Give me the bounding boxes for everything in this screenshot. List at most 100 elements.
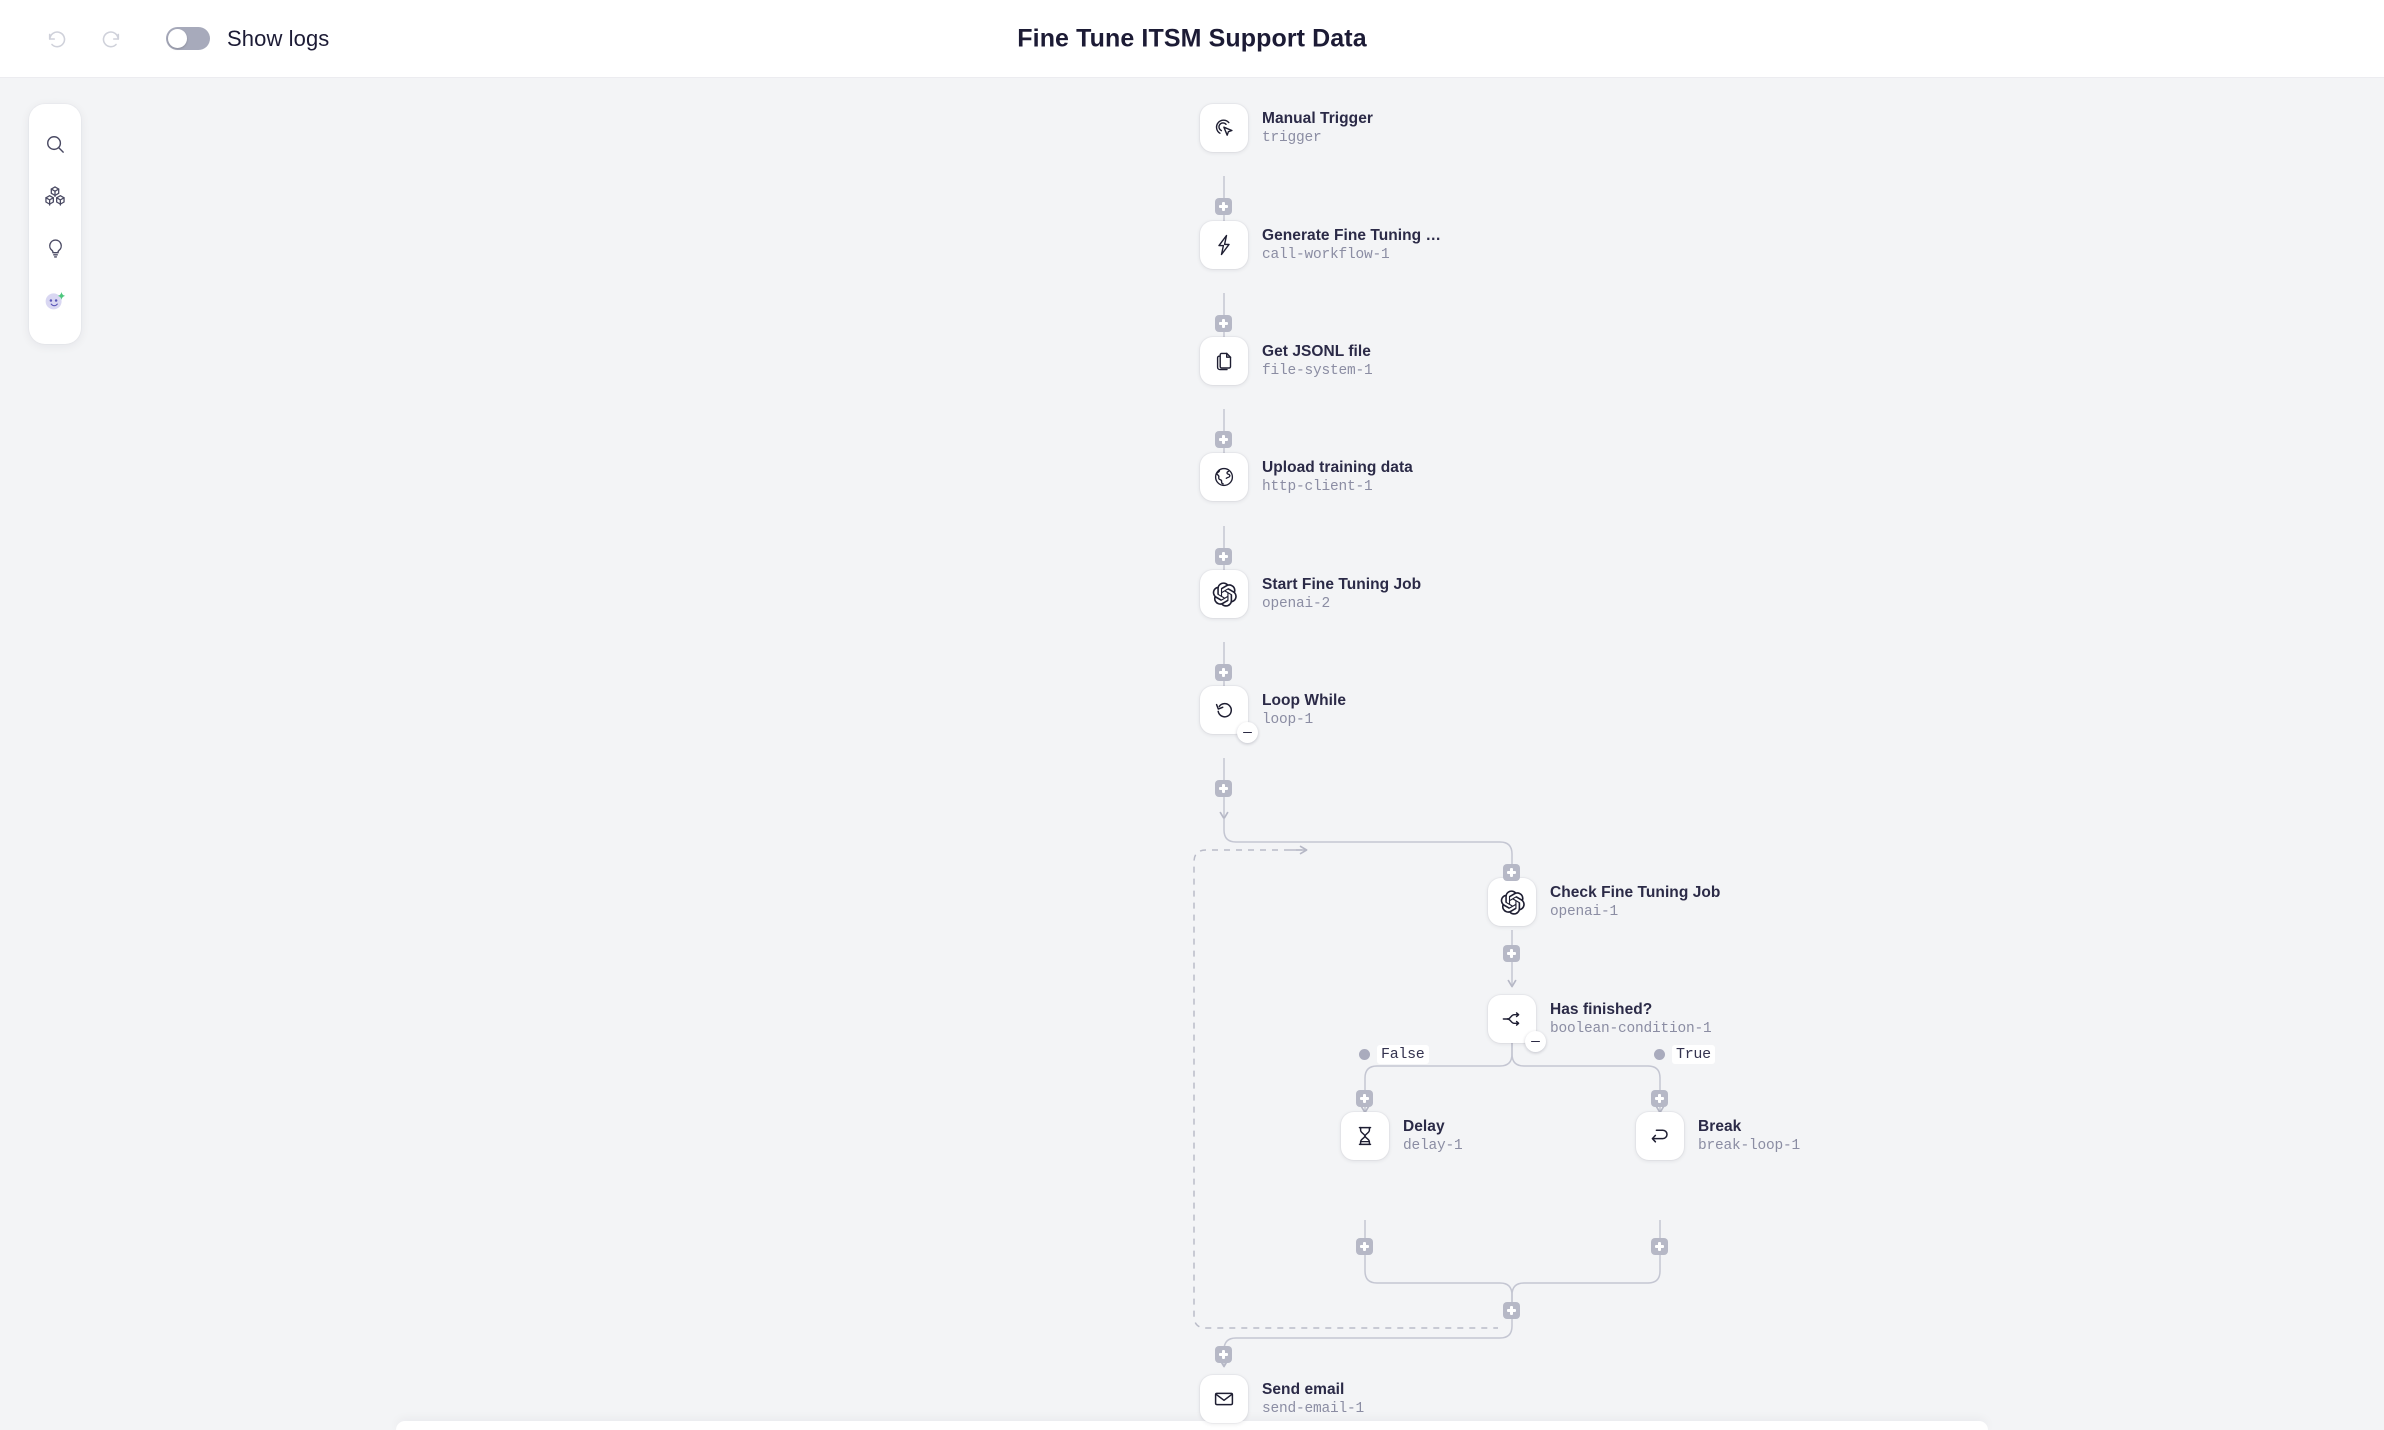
node-subtitle: call-workflow-1 [1262, 246, 1390, 263]
show-logs-label: Show logs [227, 25, 330, 51]
node-icon-box[interactable] [1200, 686, 1258, 743]
redo-button[interactable] [94, 22, 128, 56]
node-subtitle: break-loop-1 [1698, 1137, 1801, 1154]
branch-label-false[interactable]: False [1359, 1045, 1429, 1064]
envelope-icon [1211, 1386, 1237, 1412]
node-icon-box[interactable] [1200, 1375, 1248, 1423]
add-step-button[interactable] [1651, 1238, 1668, 1255]
node-icon-box[interactable] [1636, 1112, 1684, 1160]
node-title: Start Fine Tuning Job [1262, 576, 1422, 594]
history-controls [40, 22, 128, 56]
node-get-jsonl-file[interactable]: Get JSONL file file-system-1 [1200, 337, 1373, 385]
node-text: Start Fine Tuning Job openai-2 [1262, 576, 1421, 612]
blocks-icon [43, 184, 67, 208]
node-delay[interactable]: Delay delay-1 [1341, 1112, 1463, 1160]
cursor-target-icon [1211, 115, 1237, 141]
node-text: Upload training data http-client-1 [1262, 459, 1413, 495]
ai-assistant-icon [42, 287, 68, 313]
branch-handle-dot[interactable] [1359, 1049, 1370, 1060]
node-subtitle: file-system-1 [1262, 362, 1373, 379]
add-step-button[interactable] [1356, 1238, 1373, 1255]
add-step-button[interactable] [1651, 1090, 1668, 1107]
add-step-button[interactable] [1215, 664, 1232, 681]
node-title: Manual Trigger [1262, 110, 1373, 128]
node-title: Delay [1403, 1118, 1445, 1136]
bottom-panel-edge [396, 1421, 1988, 1430]
node-subtitle: openai-2 [1262, 595, 1331, 612]
node-text: Check Fine Tuning Job openai-1 [1550, 884, 1720, 920]
workflow-title: Fine Tune ITSM Support Data [1017, 24, 1367, 52]
add-step-button[interactable] [1215, 198, 1232, 215]
tool-rail [29, 104, 81, 344]
node-subtitle: trigger [1262, 129, 1322, 146]
node-icon-box[interactable] [1200, 221, 1248, 269]
node-icon-box[interactable] [1488, 878, 1536, 926]
search-icon [44, 133, 67, 156]
node-title: Has finished? [1550, 1001, 1653, 1019]
node-upload-training-data[interactable]: Upload training data http-client-1 [1200, 453, 1413, 501]
rail-item-ai-assistant[interactable] [33, 274, 77, 326]
loop-icon [1211, 697, 1237, 723]
toggle-track[interactable] [166, 27, 210, 50]
toggle-knob [168, 29, 187, 48]
node-icon-box[interactable] [1488, 995, 1546, 1052]
node-icon-box[interactable] [1341, 1112, 1389, 1160]
add-step-button[interactable] [1215, 1346, 1232, 1363]
add-step-button[interactable] [1215, 780, 1232, 797]
node-subtitle: loop-1 [1262, 711, 1314, 728]
node-title: Get JSONL file [1262, 343, 1371, 361]
node-icon-box[interactable] [1200, 104, 1248, 152]
node-icon-box[interactable] [1200, 570, 1248, 618]
redo-icon [100, 28, 122, 50]
openai-icon [1211, 581, 1238, 608]
collapse-toggle-button[interactable] [1525, 1031, 1546, 1052]
node-subtitle: boolean-condition-1 [1550, 1020, 1712, 1037]
node-generate-fine-tuning[interactable]: Generate Fine Tuning … call-workflow-1 [1200, 221, 1441, 269]
node-icon-box[interactable] [1200, 453, 1248, 501]
add-step-button[interactable] [1215, 431, 1232, 448]
show-logs-toggle[interactable]: Show logs [166, 26, 329, 52]
node-send-email[interactable]: Send email send-email-1 [1200, 1375, 1364, 1423]
minus-icon [1243, 731, 1252, 734]
node-has-finished[interactable]: Has finished? boolean-condition-1 [1488, 995, 1712, 1052]
node-loop-while[interactable]: Loop While loop-1 [1200, 686, 1347, 743]
undo-button[interactable] [40, 22, 74, 56]
workflow-canvas[interactable]: False True Manual Trigger trigger [0, 78, 2384, 1430]
add-step-button[interactable] [1503, 864, 1520, 881]
node-manual-trigger[interactable]: Manual Trigger trigger [1200, 104, 1373, 152]
add-step-button[interactable] [1356, 1090, 1373, 1107]
branch-handle-dot[interactable] [1654, 1049, 1665, 1060]
files-icon [1211, 348, 1237, 374]
node-title: Generate Fine Tuning … [1262, 227, 1442, 245]
rail-item-search[interactable] [33, 118, 77, 170]
rail-item-blocks[interactable] [33, 170, 77, 222]
branch-icon [1499, 1006, 1525, 1032]
branch-label-text: False [1377, 1045, 1429, 1064]
node-text: Manual Trigger trigger [1262, 110, 1373, 146]
node-start-fine-tuning-job[interactable]: Start Fine Tuning Job openai-2 [1200, 570, 1421, 618]
node-break[interactable]: Break break-loop-1 [1636, 1112, 1800, 1160]
add-step-button[interactable] [1215, 315, 1232, 332]
node-title: Loop While [1262, 692, 1347, 710]
node-subtitle: openai-1 [1550, 903, 1619, 920]
add-step-button[interactable] [1503, 1302, 1520, 1319]
lightning-icon [1211, 232, 1237, 258]
workflow-edges [1193, 176, 1665, 1430]
branch-label-text: True [1672, 1045, 1715, 1064]
node-text: Has finished? boolean-condition-1 [1550, 1001, 1712, 1037]
rail-item-ideas[interactable] [33, 222, 77, 274]
collapse-toggle-button[interactable] [1237, 722, 1258, 743]
node-icon-box[interactable] [1200, 337, 1248, 385]
node-title: Send email [1262, 1381, 1345, 1399]
node-check-fine-tuning-job[interactable]: Check Fine Tuning Job openai-1 [1488, 878, 1720, 926]
node-title: Break [1698, 1118, 1742, 1136]
node-text: Break break-loop-1 [1698, 1118, 1800, 1154]
node-text: Delay delay-1 [1403, 1118, 1463, 1154]
add-step-button[interactable] [1215, 548, 1232, 565]
branch-label-true[interactable]: True [1654, 1045, 1715, 1064]
add-step-button[interactable] [1503, 945, 1520, 962]
top-toolbar: Show logs Fine Tune ITSM Support Data [0, 0, 2384, 78]
node-subtitle: send-email-1 [1262, 1400, 1365, 1417]
lightbulb-icon [44, 237, 67, 260]
